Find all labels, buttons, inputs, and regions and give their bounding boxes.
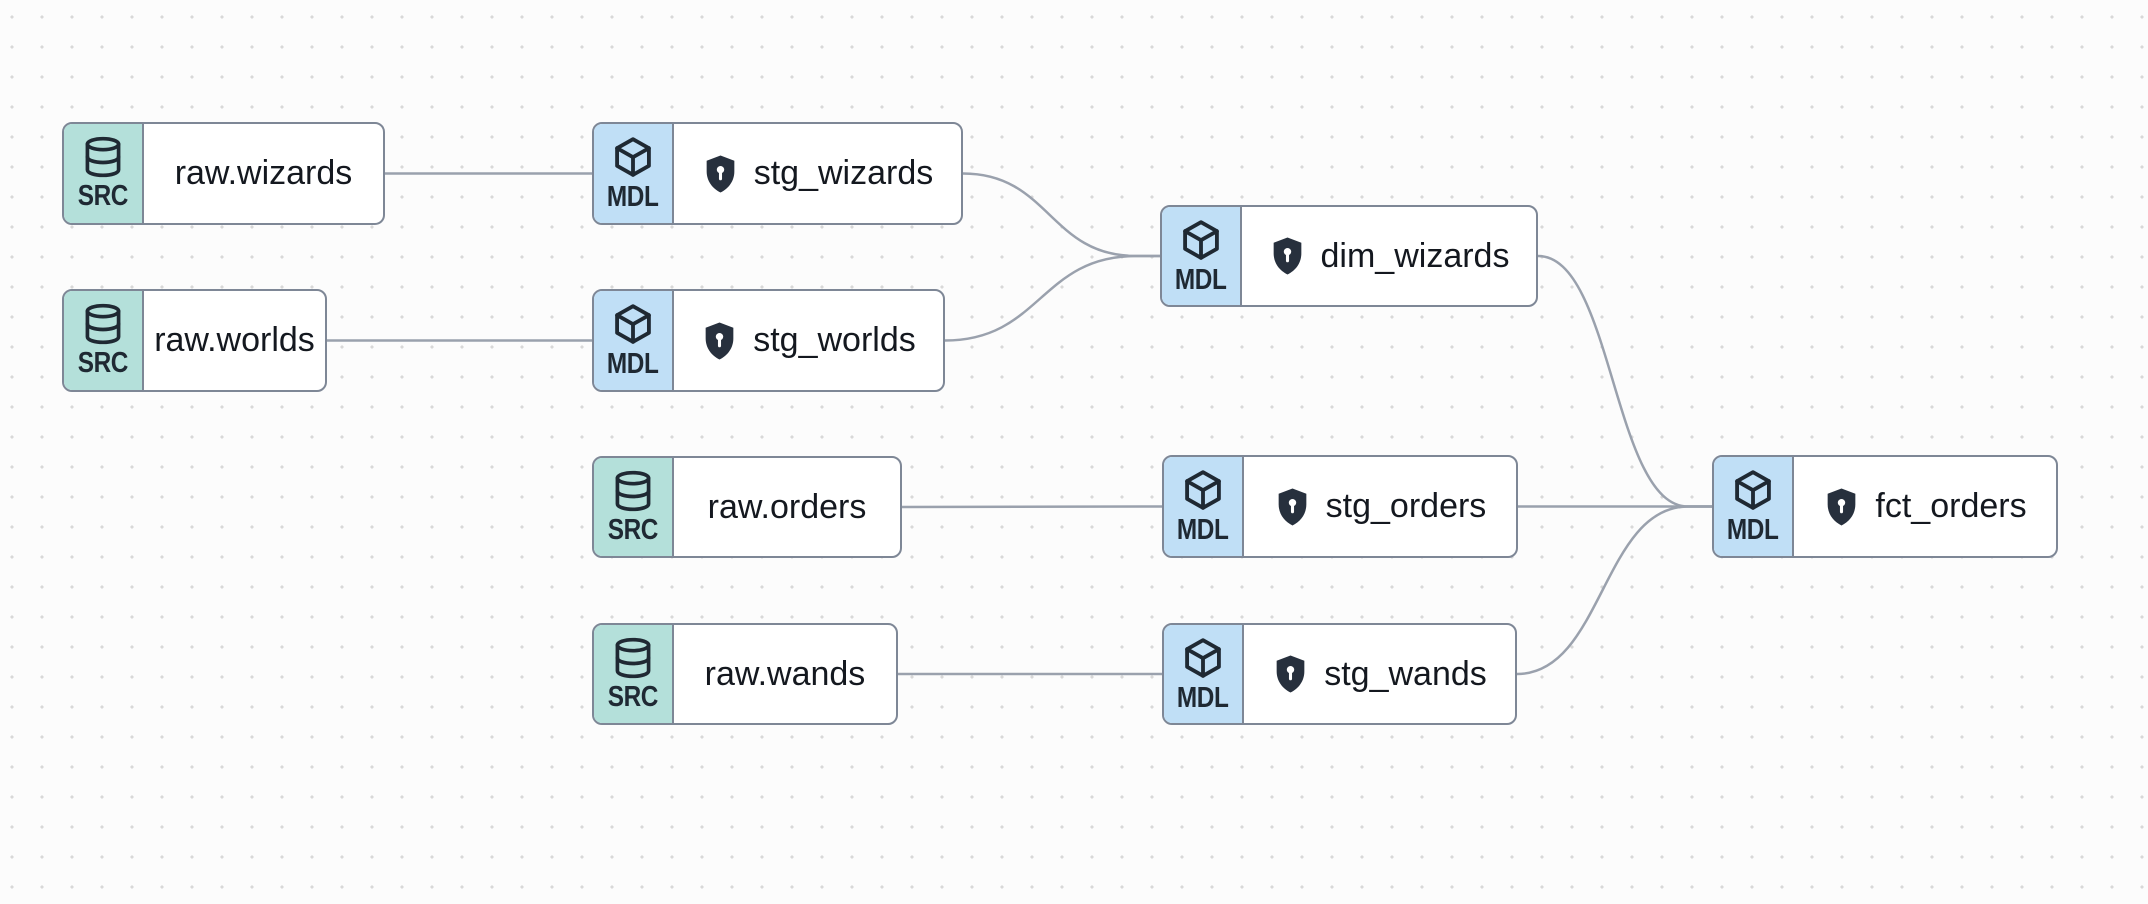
shield-lock-icon (1823, 487, 1860, 527)
node-type-badge: MDL (1714, 457, 1794, 556)
node-type-badge: SRC (64, 124, 144, 223)
lineage-node-stg-orders[interactable]: MDL stg_orders (1162, 455, 1518, 558)
edge-stg-worlds-to-dim-wizards (943, 254, 1162, 342)
node-body: raw.orders (674, 458, 900, 556)
database-icon (611, 636, 655, 680)
node-type-badge: MDL (594, 291, 674, 390)
shield-lock-icon (701, 321, 738, 361)
node-type-label: SRC (77, 180, 129, 213)
lineage-node-dim-wizards[interactable]: MDL dim_wizards (1160, 205, 1538, 307)
lineage-node-raw-worlds[interactable]: SRC raw.worlds (62, 289, 327, 392)
database-icon (81, 135, 125, 179)
node-type-badge: SRC (594, 625, 674, 723)
node-type-label: MDL (1727, 514, 1779, 547)
node-type-badge: MDL (1162, 207, 1242, 305)
node-type-label: MDL (607, 181, 659, 214)
node-type-badge: SRC (594, 458, 674, 556)
node-label: fct_orders (1875, 487, 2027, 525)
node-type-label: MDL (1175, 263, 1227, 296)
lineage-node-stg-wands[interactable]: MDL stg_wands (1162, 623, 1517, 725)
cube-icon (610, 301, 656, 347)
node-body: raw.wizards (144, 124, 383, 223)
node-body: raw.wands (674, 625, 896, 723)
node-body: raw.worlds (144, 291, 325, 390)
lineage-node-stg-worlds[interactable]: MDL stg_worlds (592, 289, 945, 392)
node-body: stg_orders (1244, 457, 1516, 556)
cube-icon (1730, 467, 1776, 513)
cube-icon (1180, 467, 1226, 513)
node-type-label: SRC (607, 680, 659, 713)
node-label: raw.orders (707, 487, 867, 526)
shield-lock-icon (1274, 487, 1311, 527)
node-label: raw.worlds (154, 321, 315, 359)
node-body: fct_orders (1794, 457, 2056, 556)
edge-stg-wizards-to-dim-wizards (961, 172, 1162, 258)
node-label: stg_worlds (753, 321, 916, 359)
node-body: dim_wizards (1242, 207, 1536, 305)
cube-icon (610, 134, 656, 180)
edge-raw-orders-to-stg-orders (900, 505, 1164, 509)
lineage-node-raw-wizards[interactable]: SRC raw.wizards (62, 122, 385, 225)
cube-icon (1178, 217, 1224, 263)
shield-lock-icon (1272, 654, 1309, 694)
cube-icon (1180, 635, 1226, 681)
edge-stg-wands-to-fct-orders (1515, 505, 1714, 676)
node-type-label: MDL (1177, 681, 1229, 714)
node-type-label: MDL (1177, 514, 1229, 547)
node-type-badge: MDL (1164, 457, 1244, 556)
node-label: stg_wizards (753, 154, 934, 192)
node-label: stg_wands (1324, 654, 1487, 693)
node-label: dim_wizards (1320, 236, 1510, 275)
node-type-label: SRC (607, 513, 659, 546)
database-icon (81, 302, 125, 346)
node-label: stg_orders (1325, 487, 1487, 525)
node-body: stg_wizards (674, 124, 961, 223)
lineage-node-stg-wizards[interactable]: MDL stg_wizards (592, 122, 963, 225)
database-icon (611, 469, 655, 513)
node-type-label: SRC (77, 347, 129, 380)
lineage-node-raw-orders[interactable]: SRC raw.orders (592, 456, 902, 558)
node-type-badge: MDL (594, 124, 674, 223)
node-body: stg_wands (1244, 625, 1515, 723)
node-label: raw.wizards (174, 154, 353, 192)
node-label: raw.wands (704, 654, 866, 693)
edge-dim-wizards-to-fct-orders (1536, 254, 1714, 508)
shield-lock-icon (1269, 236, 1306, 276)
lineage-node-raw-wands[interactable]: SRC raw.wands (592, 623, 898, 725)
node-type-label: MDL (607, 348, 659, 381)
node-body: stg_worlds (674, 291, 943, 390)
lineage-node-fct-orders[interactable]: MDL fct_orders (1712, 455, 2058, 558)
node-type-badge: MDL (1164, 625, 1244, 723)
node-type-badge: SRC (64, 291, 144, 390)
shield-lock-icon (702, 154, 739, 194)
